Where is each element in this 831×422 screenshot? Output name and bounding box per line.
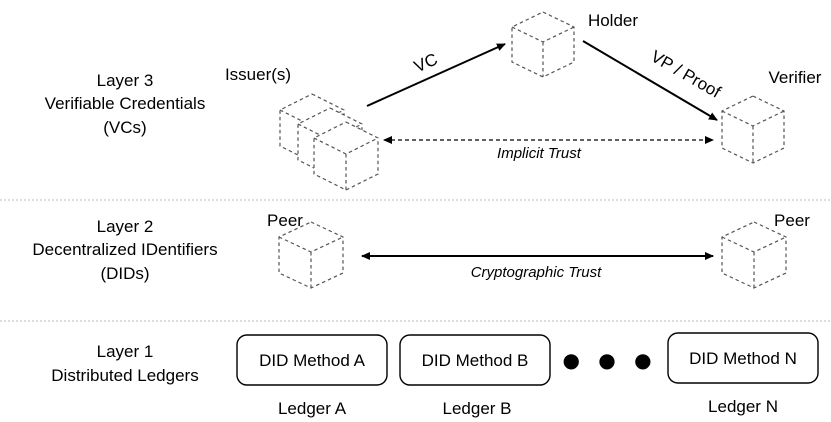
more-methods-ellipsis: ● ● ● xyxy=(562,348,657,372)
layer2-name: Decentralized IDentifiers xyxy=(32,240,217,259)
did-method-a-box xyxy=(236,334,388,386)
peer-right-label: Peer xyxy=(774,211,810,230)
layer2-abbrev: (DIDs) xyxy=(100,264,149,283)
verifier-cube-icon xyxy=(721,95,785,164)
peer-left-label: Peer xyxy=(267,211,303,230)
layer1-title: Layer 1 xyxy=(97,342,154,361)
ledger-n-label: Ledger N xyxy=(708,397,778,416)
layer3-name: Verifiable Credentials xyxy=(45,94,206,113)
holder-label: Holder xyxy=(588,11,638,30)
layer2-title: Layer 2 xyxy=(97,217,154,236)
layer3-title: Layer 3 xyxy=(97,71,154,90)
implicit-trust-label: Implicit Trust xyxy=(497,145,582,162)
vp-arrow xyxy=(582,40,718,121)
did-method-n-box xyxy=(667,332,819,384)
peer-left-cube-icon xyxy=(278,221,344,289)
holder-cube-icon xyxy=(511,11,575,78)
peer-right-cube-icon xyxy=(721,221,787,289)
layer1-name: Distributed Ledgers xyxy=(51,366,198,385)
did-method-a-label: DID Method A xyxy=(259,351,365,370)
vc-arrow xyxy=(366,43,506,107)
layer3-abbrev: (VCs) xyxy=(103,118,146,137)
ledger-a-label: Ledger A xyxy=(278,399,347,418)
did-method-b-label: DID Method B xyxy=(422,351,529,370)
did-method-n-label: DID Method N xyxy=(689,349,797,368)
vp-arrow-label: VP / Proof xyxy=(648,47,725,102)
did-method-b-box xyxy=(399,334,551,386)
cryptographic-trust-label: Cryptographic Trust xyxy=(471,264,602,281)
verifier-label: Verifier xyxy=(769,68,822,87)
issuer-cube-front-icon xyxy=(313,121,379,191)
vc-arrow-label: VC xyxy=(411,49,440,76)
issuer-label: Issuer(s) xyxy=(225,65,291,84)
ledger-b-label: Ledger B xyxy=(443,399,512,418)
